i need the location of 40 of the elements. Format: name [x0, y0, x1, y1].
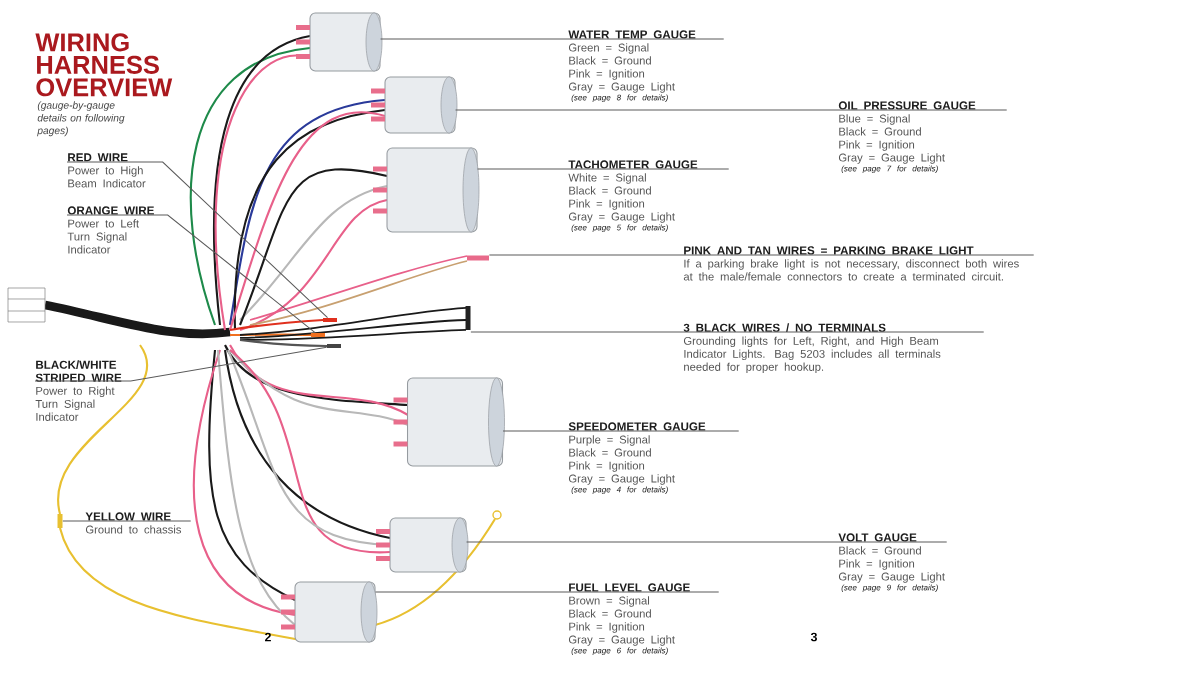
leader-line: [66, 214, 316, 334]
leader-line: [477, 168, 730, 170]
leader-line: [455, 109, 1008, 111]
wire-end: [327, 344, 341, 348]
leader-line: [34, 346, 328, 382]
callout-text: OIL PRESSURE GAUGE Blue = Signal Black = Ground Pink = Ignition Gray = Gauge Light (see page 7 for details): [838, 101, 976, 173]
callout-text: PINK AND TAN WIRES = PARKING BRAKE LIGHT If a parking brake light is not necessary, disconnect both wires at the male/female connectors to create a terminated circuit.: [683, 246, 1019, 281]
gauge-drawing: [373, 147, 480, 233]
callout-text: TACHOMETER GAUGE White = Signal Black = Ground Pink = Ignition Gray = Gauge Light (see page 5 for details): [568, 160, 698, 232]
gauge-drawing: [376, 517, 469, 573]
leader-line: [66, 161, 329, 319]
callout-text: BLACK/WHITE STRIPED WIRE Power to Right Turn Signal Indicator: [35, 360, 122, 421]
subtitle: (gauge-by-gauge details on following pages): [37, 101, 125, 137]
leader-line: [380, 38, 725, 40]
title: WIRING HARNESS OVERVIEW: [35, 33, 173, 97]
wire-end: [465, 306, 471, 330]
page-number: 3: [810, 632, 817, 642]
callout-text: SPEEDOMETER GAUGE Purple = Signal Black = Ground Pink = Ignition Gray = Gauge Light (see page 4 for details): [568, 422, 706, 494]
wire-end: [467, 255, 489, 261]
callout-text: 3 BLACK WIRES / NO TERMINALS Grounding lights for Left, Right, and High Beam Indicator Lights. Bag 5203 includes all terminals needed for proper hookup.: [683, 323, 941, 374]
leader-line: [375, 591, 720, 593]
wire-end: [57, 514, 63, 528]
leader-line: [470, 331, 985, 333]
leader-line: [502, 430, 740, 432]
callout-text: RED WIRE Power to High Beam Indicator: [68, 153, 146, 188]
wire-end: [323, 318, 337, 322]
gauge-drawing: [393, 377, 505, 467]
leader-line: [466, 541, 948, 543]
callout-text: YELLOW WIRE Ground to chassis: [85, 512, 182, 534]
page-number: 2: [265, 632, 271, 642]
gauge-drawing: [296, 12, 383, 72]
gauge-drawing: [371, 76, 458, 134]
leader-line: [488, 254, 1035, 256]
gauge-drawing: [281, 581, 378, 643]
callout-text: FUEL LEVEL GAUGE Brown = Signal Black = Ground Pink = Ignition Gray = Gauge Light (see page 6 for details): [568, 583, 690, 655]
callout-text: ORANGE WIRE Power to Left Turn Signal Indicator: [67, 206, 154, 254]
leader-line: [62, 520, 192, 522]
callout-text: WATER TEMP GAUGE Green = Signal Black = Ground Pink = Ignition Gray = Gauge Light (see page 8 for details): [568, 30, 696, 102]
wire-end: [311, 333, 325, 337]
callout-text: VOLT GAUGE Black = Ground Pink = Ignition Gray = Gauge Light (see page 9 for details): [838, 533, 945, 592]
